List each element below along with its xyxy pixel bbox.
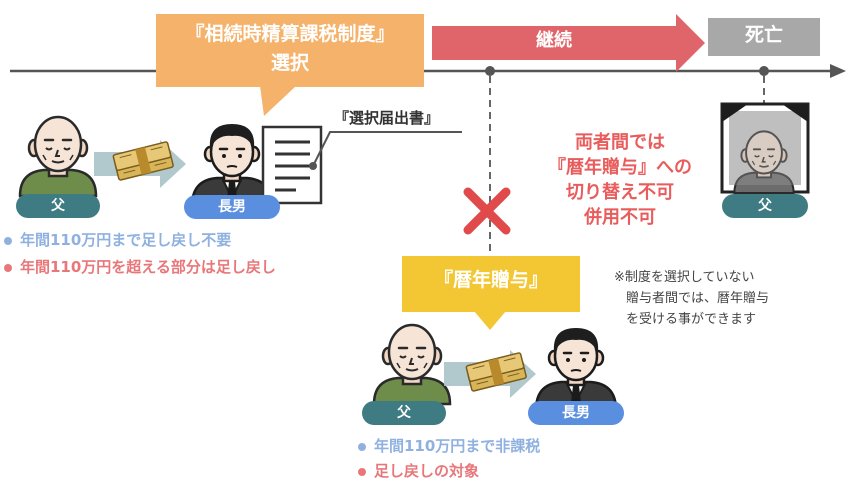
bullet-dot xyxy=(4,236,12,245)
timeline-point-death xyxy=(759,66,769,76)
continuation-arrow xyxy=(432,14,705,72)
rekinen-callout-tail xyxy=(474,311,506,330)
rekinen-item-2-text: 足し戻しの対象 xyxy=(374,462,480,480)
father-figure-top xyxy=(20,117,96,196)
rekinen-label: 『暦年贈与』 xyxy=(433,269,548,291)
form-label: 『選択届出書』 xyxy=(334,109,440,127)
son-figure-bottom xyxy=(534,326,618,412)
bullet-dot xyxy=(358,467,366,476)
seisan-note-2-text: 年間110万円を超える部分は足し戻し xyxy=(20,258,276,276)
warning-line-3: 切り替え不可 xyxy=(566,182,674,203)
rekinen-item-1: 年間110万円まで非課税 xyxy=(358,437,541,455)
timeline-point-continue xyxy=(485,66,495,76)
rekinen-note-line-2: 贈与者間では、暦年贈与 xyxy=(626,291,770,306)
system-selection-label: 選択 xyxy=(270,52,309,74)
continuation-label: 継続 xyxy=(536,30,572,51)
warning-line-2: 『暦年贈与』への xyxy=(548,157,692,178)
system-selection-box xyxy=(156,14,424,87)
warning-line-4: 併用不可 xyxy=(584,207,656,228)
prohibited-x-icon xyxy=(463,187,511,235)
father-pill-top: 父 xyxy=(16,194,100,218)
rekinen-box xyxy=(402,256,580,312)
bullet-dot xyxy=(4,263,12,272)
rekinen-item-1-text: 年間110万円まで非課税 xyxy=(374,437,541,455)
rekinen-item-2: 足し戻しの対象 xyxy=(358,462,480,480)
father-pill-deceased: 父 xyxy=(722,194,808,218)
son-pill-top: 長男 xyxy=(184,195,280,219)
warning-line-1: 両者間では xyxy=(575,132,665,153)
father-pill-bottom: 父 xyxy=(362,401,446,425)
death-label: 死亡 xyxy=(744,24,783,46)
son-figure-top xyxy=(190,122,274,208)
timeline-arrowhead xyxy=(830,64,846,78)
rekinen-note-line-1: ※制度を選択していない xyxy=(614,270,755,285)
system-name-label: 『相続時精算課税制度』 xyxy=(185,23,395,45)
system-selection-callout-tail xyxy=(260,86,296,116)
form-leader-line xyxy=(312,131,462,167)
seisan-note-1: 年間110万円まで足し戻し不要 xyxy=(4,231,232,249)
rekinen-note-line-3: を受ける事ができます xyxy=(626,312,757,327)
memorial-portrait xyxy=(720,102,810,194)
death-box xyxy=(708,18,820,56)
son-pill-bottom: 長男 xyxy=(528,401,624,425)
bullet-dot xyxy=(358,442,366,451)
seisan-note-2: 年間110万円を超える部分は足し戻し xyxy=(4,258,276,276)
seisan-note-1-text: 年間110万円まで足し戻し不要 xyxy=(20,231,232,249)
father-figure-bottom xyxy=(374,325,450,404)
